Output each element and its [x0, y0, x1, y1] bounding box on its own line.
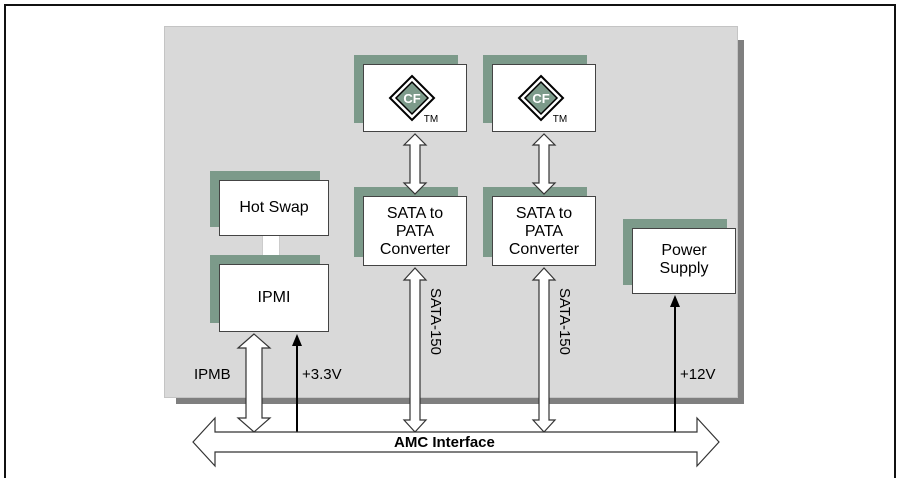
tm-text: TM	[424, 114, 438, 124]
hotswap-ipmi-link	[262, 236, 280, 264]
compactflash-logo-icon: CF TM	[388, 74, 438, 124]
double-arrow-cf2-converter2	[531, 133, 557, 195]
power-supply-line-1: Power	[661, 242, 707, 259]
tm-text: TM	[553, 114, 567, 124]
converter-line-2: PATA	[395, 223, 435, 240]
cf-text: CF	[532, 91, 549, 106]
power-supply-block: Power Supply	[632, 228, 736, 294]
v12-label: +12V	[680, 366, 716, 383]
double-arrow-sata150-2	[531, 267, 557, 433]
amc-interface-bus	[192, 416, 720, 468]
hot-swap-label: Hot Swap	[239, 199, 309, 216]
hot-swap-block: Hot Swap	[219, 180, 329, 236]
diagram-frame	[4, 4, 896, 478]
sata150-label-1: SATA-150	[427, 288, 444, 355]
sata-pata-converter-1: SATA to PATA Converter	[363, 196, 467, 266]
ipmb-label: IPMB	[194, 366, 231, 383]
double-arrow-ipmb	[236, 333, 272, 433]
sata-pata-converter-2: SATA to PATA Converter	[492, 196, 596, 266]
ipmi-block: IPMI	[219, 264, 329, 332]
converter-line-2: PATA	[524, 223, 564, 240]
cf-card-2: CF TM	[492, 64, 596, 132]
amc-interface-label: AMC Interface	[394, 434, 495, 451]
sata150-label-2: SATA-150	[556, 288, 573, 355]
converter-line-3: Converter	[379, 241, 451, 258]
arrowhead-12v	[670, 295, 680, 307]
converter-line-1: SATA to	[386, 205, 444, 222]
arrowhead-3v3	[292, 334, 302, 346]
converter-line-1: SATA to	[515, 205, 573, 222]
cf-card-1: CF TM	[363, 64, 467, 132]
power-supply-line-2: Supply	[659, 260, 709, 277]
double-arrow-cf1-converter1	[402, 133, 428, 195]
double-arrow-sata150-1	[402, 267, 428, 433]
v33-label: +3.3V	[302, 366, 342, 383]
cf-text: CF	[403, 91, 420, 106]
compactflash-logo-icon: CF TM	[517, 74, 567, 124]
ipmi-label: IPMI	[257, 289, 291, 306]
converter-line-3: Converter	[508, 241, 580, 258]
